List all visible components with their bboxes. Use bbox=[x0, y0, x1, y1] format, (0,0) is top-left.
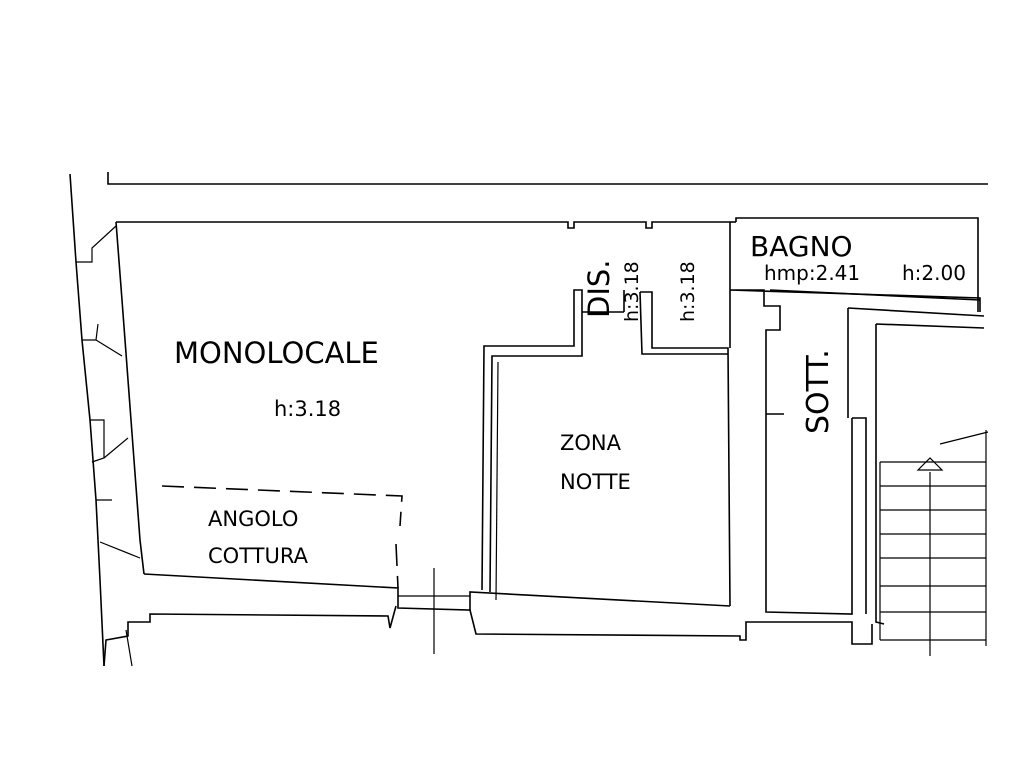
dis-height-label: h:3.18 bbox=[621, 261, 643, 322]
left-exterior-wall-inner bbox=[115, 221, 145, 575]
top-wall bbox=[116, 217, 979, 312]
window-bottom-frame bbox=[125, 568, 470, 667]
sottoscala-walls bbox=[766, 307, 985, 625]
monolocale-height-label: h:3.18 bbox=[274, 397, 341, 421]
property-top-line bbox=[107, 172, 988, 185]
monolocale-bottom-wall bbox=[143, 573, 731, 611]
closet-height-label: h:3.18 bbox=[677, 261, 699, 322]
zona-notte-walls bbox=[481, 289, 731, 607]
sottoscala-label: SOTT. bbox=[801, 349, 836, 434]
notte-label: NOTTE bbox=[560, 470, 631, 494]
dis-label: DIS. bbox=[582, 259, 616, 318]
bagno-label: BAGNO bbox=[750, 230, 853, 263]
monolocale-label: MONOLOCALE bbox=[174, 336, 379, 370]
bagno-divider bbox=[769, 289, 981, 301]
window-jambs-left bbox=[76, 225, 141, 559]
exterior-bottom-wall bbox=[103, 605, 873, 667]
zona-notte-inner-wall bbox=[495, 361, 499, 601]
cottura-label: COTTURA bbox=[208, 544, 309, 568]
angolo-label: ANGOLO bbox=[208, 507, 298, 531]
kitchen-dashed-outline bbox=[161, 485, 403, 589]
bagno-hmp-label: hmp:2.41 bbox=[764, 261, 860, 285]
staircase-steps bbox=[879, 430, 989, 646]
zona-label: ZONA bbox=[560, 431, 622, 455]
staircase-direction-arrow bbox=[916, 457, 944, 471]
bagno-hmin-label: h:2.00 bbox=[902, 261, 966, 285]
